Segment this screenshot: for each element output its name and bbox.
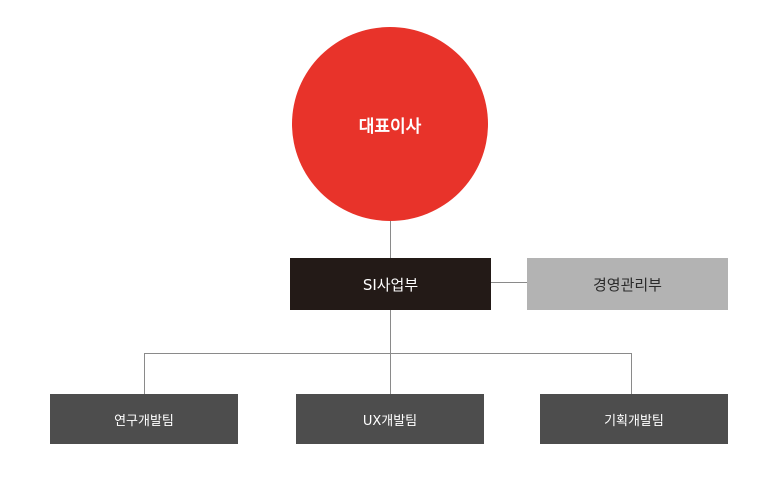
- ux-team-label: UX개발팀: [362, 413, 418, 429]
- ceo-label: 대표이사: [358, 116, 422, 137]
- rnd-team-label: 연구개발팀: [114, 413, 174, 429]
- rnd-team-node: 연구개발팀: [50, 394, 238, 444]
- si-division-label: SI사업부: [362, 275, 419, 294]
- management-node: 경영관리부: [527, 258, 728, 310]
- ux-team-node: UX개발팀: [296, 394, 484, 444]
- planning-team-label: 기획개발팀: [604, 413, 664, 429]
- planning-team-node: 기획개발팀: [540, 394, 728, 444]
- management-label: 경영관리부: [592, 275, 662, 294]
- ceo-node: 대표이사: [292, 27, 488, 221]
- si-division-node: SI사업부: [290, 258, 491, 310]
